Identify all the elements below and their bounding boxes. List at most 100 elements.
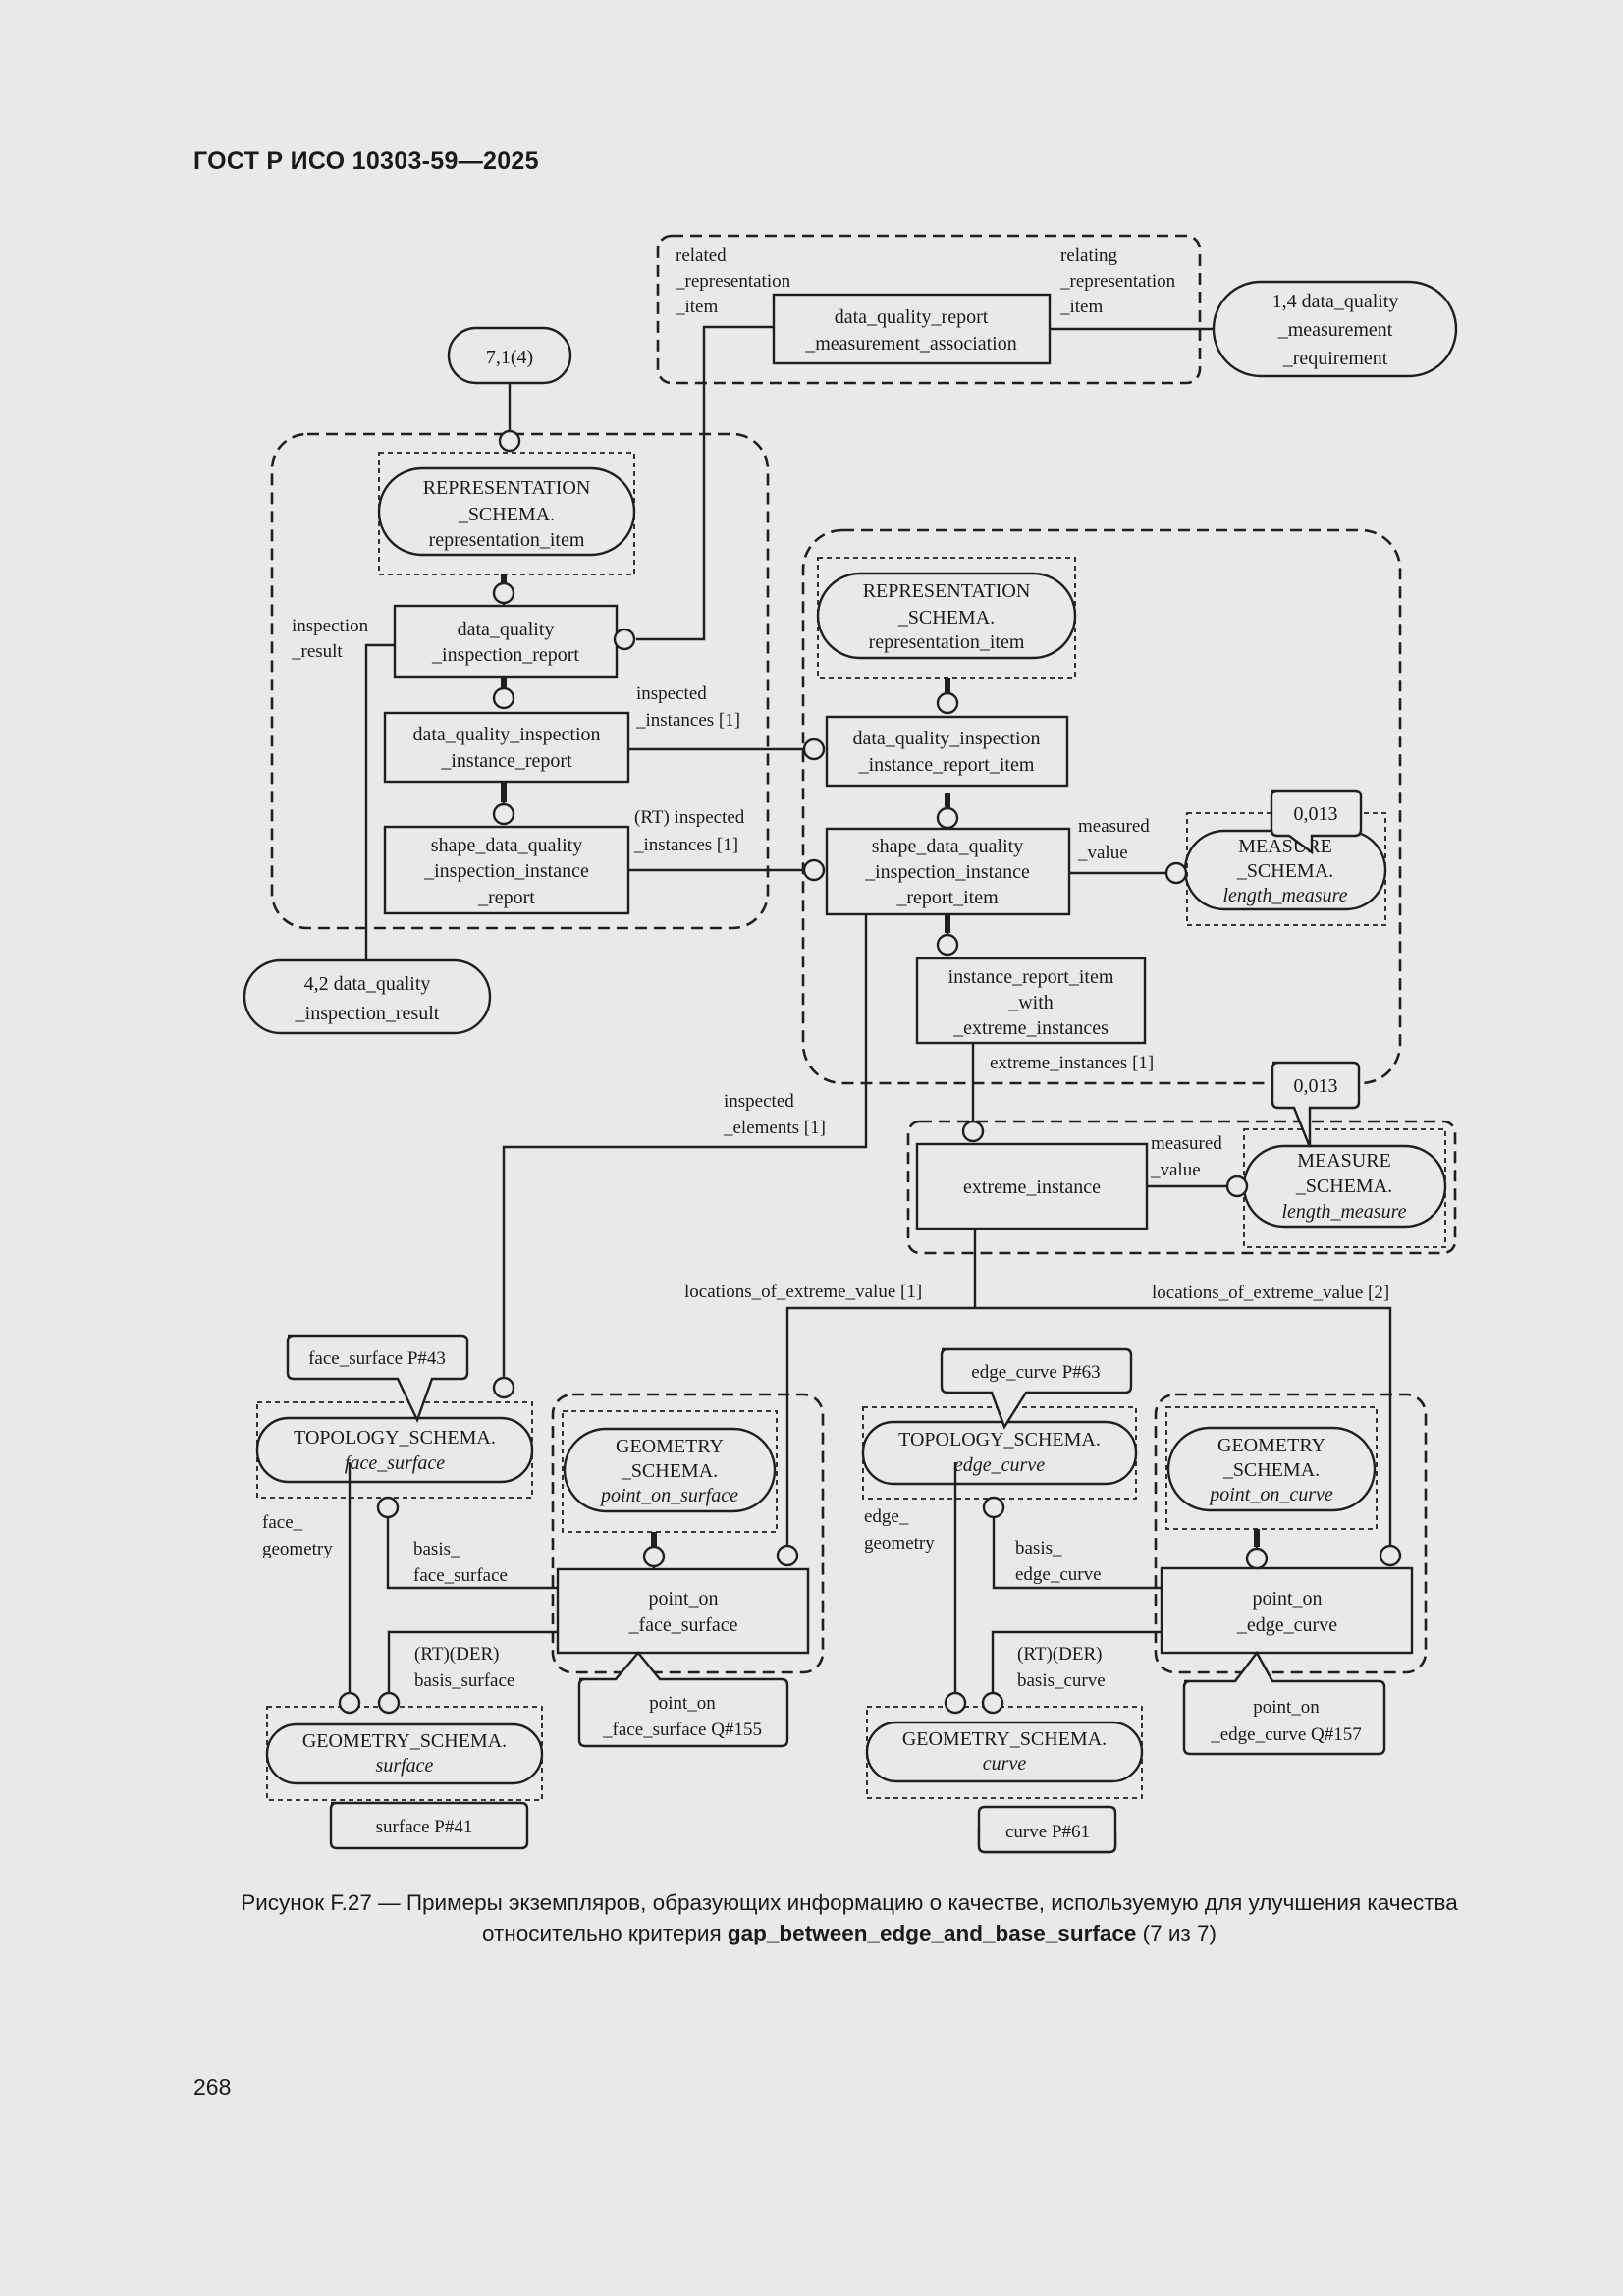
svg-text:geometry: geometry — [864, 1533, 935, 1554]
svg-text:_item: _item — [1059, 297, 1103, 317]
svg-text:basis_curve: basis_curve — [1017, 1670, 1106, 1691]
svg-text:REPRESENTATION: REPRESENTATION — [423, 477, 591, 499]
curve-callout: curve P#61 — [977, 1805, 1117, 1854]
group-inspection-report — [270, 432, 770, 930]
entity-point-on-edge-curve: point_on _edge_curve — [1160, 1566, 1414, 1655]
svg-text:curve: curve — [983, 1753, 1027, 1775]
frame-geometry-pos — [562, 1410, 778, 1533]
svg-text:surface: surface — [376, 1755, 434, 1777]
page-reference-7-1-4: 7,1(4) — [447, 326, 572, 385]
group-instance-report-item — [801, 528, 1402, 1085]
svg-text:GEOMETRY: GEOMETRY — [616, 1436, 724, 1457]
svg-text:_edge_curve: _edge_curve — [1236, 1614, 1337, 1636]
svg-text:point_on: point_on — [648, 1588, 718, 1610]
label-locations-1: locations_of_extreme_value [1] — [684, 1282, 922, 1302]
svg-text:_SCHEMA.: _SCHEMA. — [458, 504, 555, 525]
label-rt-inspected-instances: (RT) inspected _instances [1] — [633, 807, 745, 855]
group-extreme-instance — [906, 1120, 1457, 1255]
svg-text:_instances [1]: _instances [1] — [633, 835, 738, 855]
svg-text:TOPOLOGY_SCHEMA.: TOPOLOGY_SCHEMA. — [294, 1427, 496, 1449]
svg-text:data_quality_inspection: data_quality_inspection — [412, 724, 600, 745]
svg-text:_requirement: _requirement — [1282, 348, 1388, 369]
svg-text:point_on_curve: point_on_curve — [1208, 1484, 1333, 1505]
svg-text:_face_surface: _face_surface — [627, 1614, 737, 1636]
svg-text:(RT)(DER): (RT)(DER) — [1017, 1644, 1102, 1665]
svg-text:_inspection_instance: _inspection_instance — [423, 860, 589, 882]
svg-text:basis_: basis_ — [413, 1539, 460, 1559]
topology-face-surface: TOPOLOGY_SCHEMA. face_surface — [255, 1416, 534, 1484]
entity-dq-inspection-instance-report-item: data_quality_inspection _instance_report… — [825, 715, 1069, 788]
entity-shape-dq-inspection-instance-report: shape_data_quality _inspection_instance … — [383, 825, 630, 915]
svg-text:edge_: edge_ — [864, 1506, 909, 1527]
frame-topology-face — [256, 1401, 533, 1499]
svg-text:length_measure: length_measure — [1222, 885, 1347, 906]
svg-text:basis_: basis_ — [1015, 1538, 1062, 1558]
svg-text:_representation: _representation — [1059, 271, 1176, 292]
svg-text:_instance_report: _instance_report — [440, 750, 572, 772]
document-header: ГОСТ Р ИСО 10303-59—2025 — [193, 147, 539, 175]
svg-text:point_on: point_on — [1252, 1588, 1322, 1610]
label-inspection-result: inspection _result — [291, 616, 369, 662]
svg-text:extreme_instance: extreme_instance — [963, 1176, 1101, 1198]
svg-text:inspected: inspected — [636, 683, 707, 704]
svg-text:_face_surface Q#155: _face_surface Q#155 — [602, 1720, 762, 1740]
entity-extreme-instance: extreme_instance — [915, 1142, 1149, 1230]
label-related-representation-item: related _representation _item — [675, 246, 791, 317]
group-association — [656, 234, 1202, 385]
svg-text:4,2 data_quality: 4,2 data_quality — [304, 973, 431, 995]
topology-edge-curve: TOPOLOGY_SCHEMA. edge_curve — [861, 1420, 1138, 1486]
svg-text:curve P#61: curve P#61 — [1005, 1822, 1090, 1842]
svg-text:geometry: geometry — [262, 1539, 333, 1559]
svg-text:_inspection_report: _inspection_report — [431, 644, 579, 666]
label-basis-edge-curve: basis_ edge_curve — [1015, 1538, 1102, 1585]
entity-data-quality-inspection-instance-report: data_quality_inspection _instance_report — [383, 711, 630, 784]
point-on-face-surface-callout: point_on _face_surface Q#155 — [577, 1651, 789, 1748]
svg-text:_SCHEMA.: _SCHEMA. — [897, 607, 995, 629]
entity-point-on-face-surface: point_on _face_surface — [556, 1567, 810, 1655]
page-number: 268 — [193, 2074, 232, 2100]
figure-caption: Рисунок F.27 — Примеры экземпляров, обра… — [241, 1890, 1458, 1945]
frame-geometry-poc — [1165, 1406, 1378, 1530]
svg-text:_report: _report — [477, 887, 535, 908]
entity-data-quality-inspection-report: data_quality _inspection_report — [393, 604, 619, 679]
svg-text:_elements [1]: _elements [1] — [723, 1118, 826, 1138]
entity-instance-report-item-with-extreme-instances: instance_report_item _with _extreme_inst… — [915, 957, 1147, 1045]
svg-text:_with: _with — [1007, 992, 1054, 1013]
label-locations-2: locations_of_extreme_value [2] — [1152, 1283, 1389, 1303]
svg-text:0,013: 0,013 — [1294, 803, 1338, 825]
svg-text:_extreme_instances: _extreme_instances — [952, 1017, 1109, 1039]
svg-text:instance_report_item: instance_report_item — [948, 966, 1114, 988]
svg-text:_edge_curve Q#157: _edge_curve Q#157 — [1210, 1724, 1362, 1745]
svg-text:measured: measured — [1078, 816, 1150, 837]
surface-callout: surface P#41 — [329, 1801, 529, 1850]
svg-text:_value: _value — [1150, 1160, 1201, 1180]
geometry-point-on-surface: GEOMETRY _SCHEMA. point_on_surface — [563, 1427, 777, 1513]
svg-text:(RT) inspected: (RT) inspected — [634, 807, 745, 828]
svg-text:1,4 data_quality: 1,4 data_quality — [1272, 291, 1399, 312]
svg-text:point_on: point_on — [649, 1693, 716, 1714]
svg-text:0,013: 0,013 — [1294, 1075, 1338, 1097]
label-inspected-instances: inspected _instances [1] — [635, 683, 740, 731]
svg-text:data_quality: data_quality — [458, 619, 555, 640]
label-extreme-instances: extreme_instances [1] — [990, 1053, 1154, 1073]
label-face-geometry: face_ geometry — [262, 1512, 333, 1559]
entity-shape-dq-inspection-instance-report-item: shape_data_quality _inspection_instance … — [825, 827, 1071, 916]
svg-text:face_surface P#43: face_surface P#43 — [308, 1348, 446, 1369]
frame-geometry-surface — [266, 1706, 543, 1801]
svg-text:edge_curve: edge_curve — [1015, 1564, 1102, 1585]
inspection-result-reference: 4,2 data_quality _inspection_result — [243, 958, 492, 1035]
svg-text:GEOMETRY_SCHEMA.: GEOMETRY_SCHEMA. — [302, 1730, 507, 1752]
svg-text:face_: face_ — [262, 1512, 303, 1533]
svg-text:point_on_surface: point_on_surface — [599, 1485, 738, 1506]
svg-text:representation_item: representation_item — [429, 529, 585, 551]
svg-text:_report_item: _report_item — [895, 887, 999, 908]
svg-text:surface P#41: surface P#41 — [376, 1817, 473, 1837]
svg-text:face_surface: face_surface — [345, 1452, 445, 1474]
svg-text:representation_item: representation_item — [869, 631, 1025, 653]
svg-text:basis_surface: basis_surface — [414, 1670, 514, 1691]
svg-text:_SCHEMA.: _SCHEMA. — [1295, 1175, 1392, 1197]
svg-text:TOPOLOGY_SCHEMA.: TOPOLOGY_SCHEMA. — [898, 1429, 1101, 1450]
measure-length-measure-1: MEASURE _SCHEMA. length_measure — [1183, 829, 1387, 911]
svg-text:_instance_report_item: _instance_report_item — [858, 754, 1035, 776]
svg-text:data_quality_inspection: data_quality_inspection — [852, 728, 1040, 749]
